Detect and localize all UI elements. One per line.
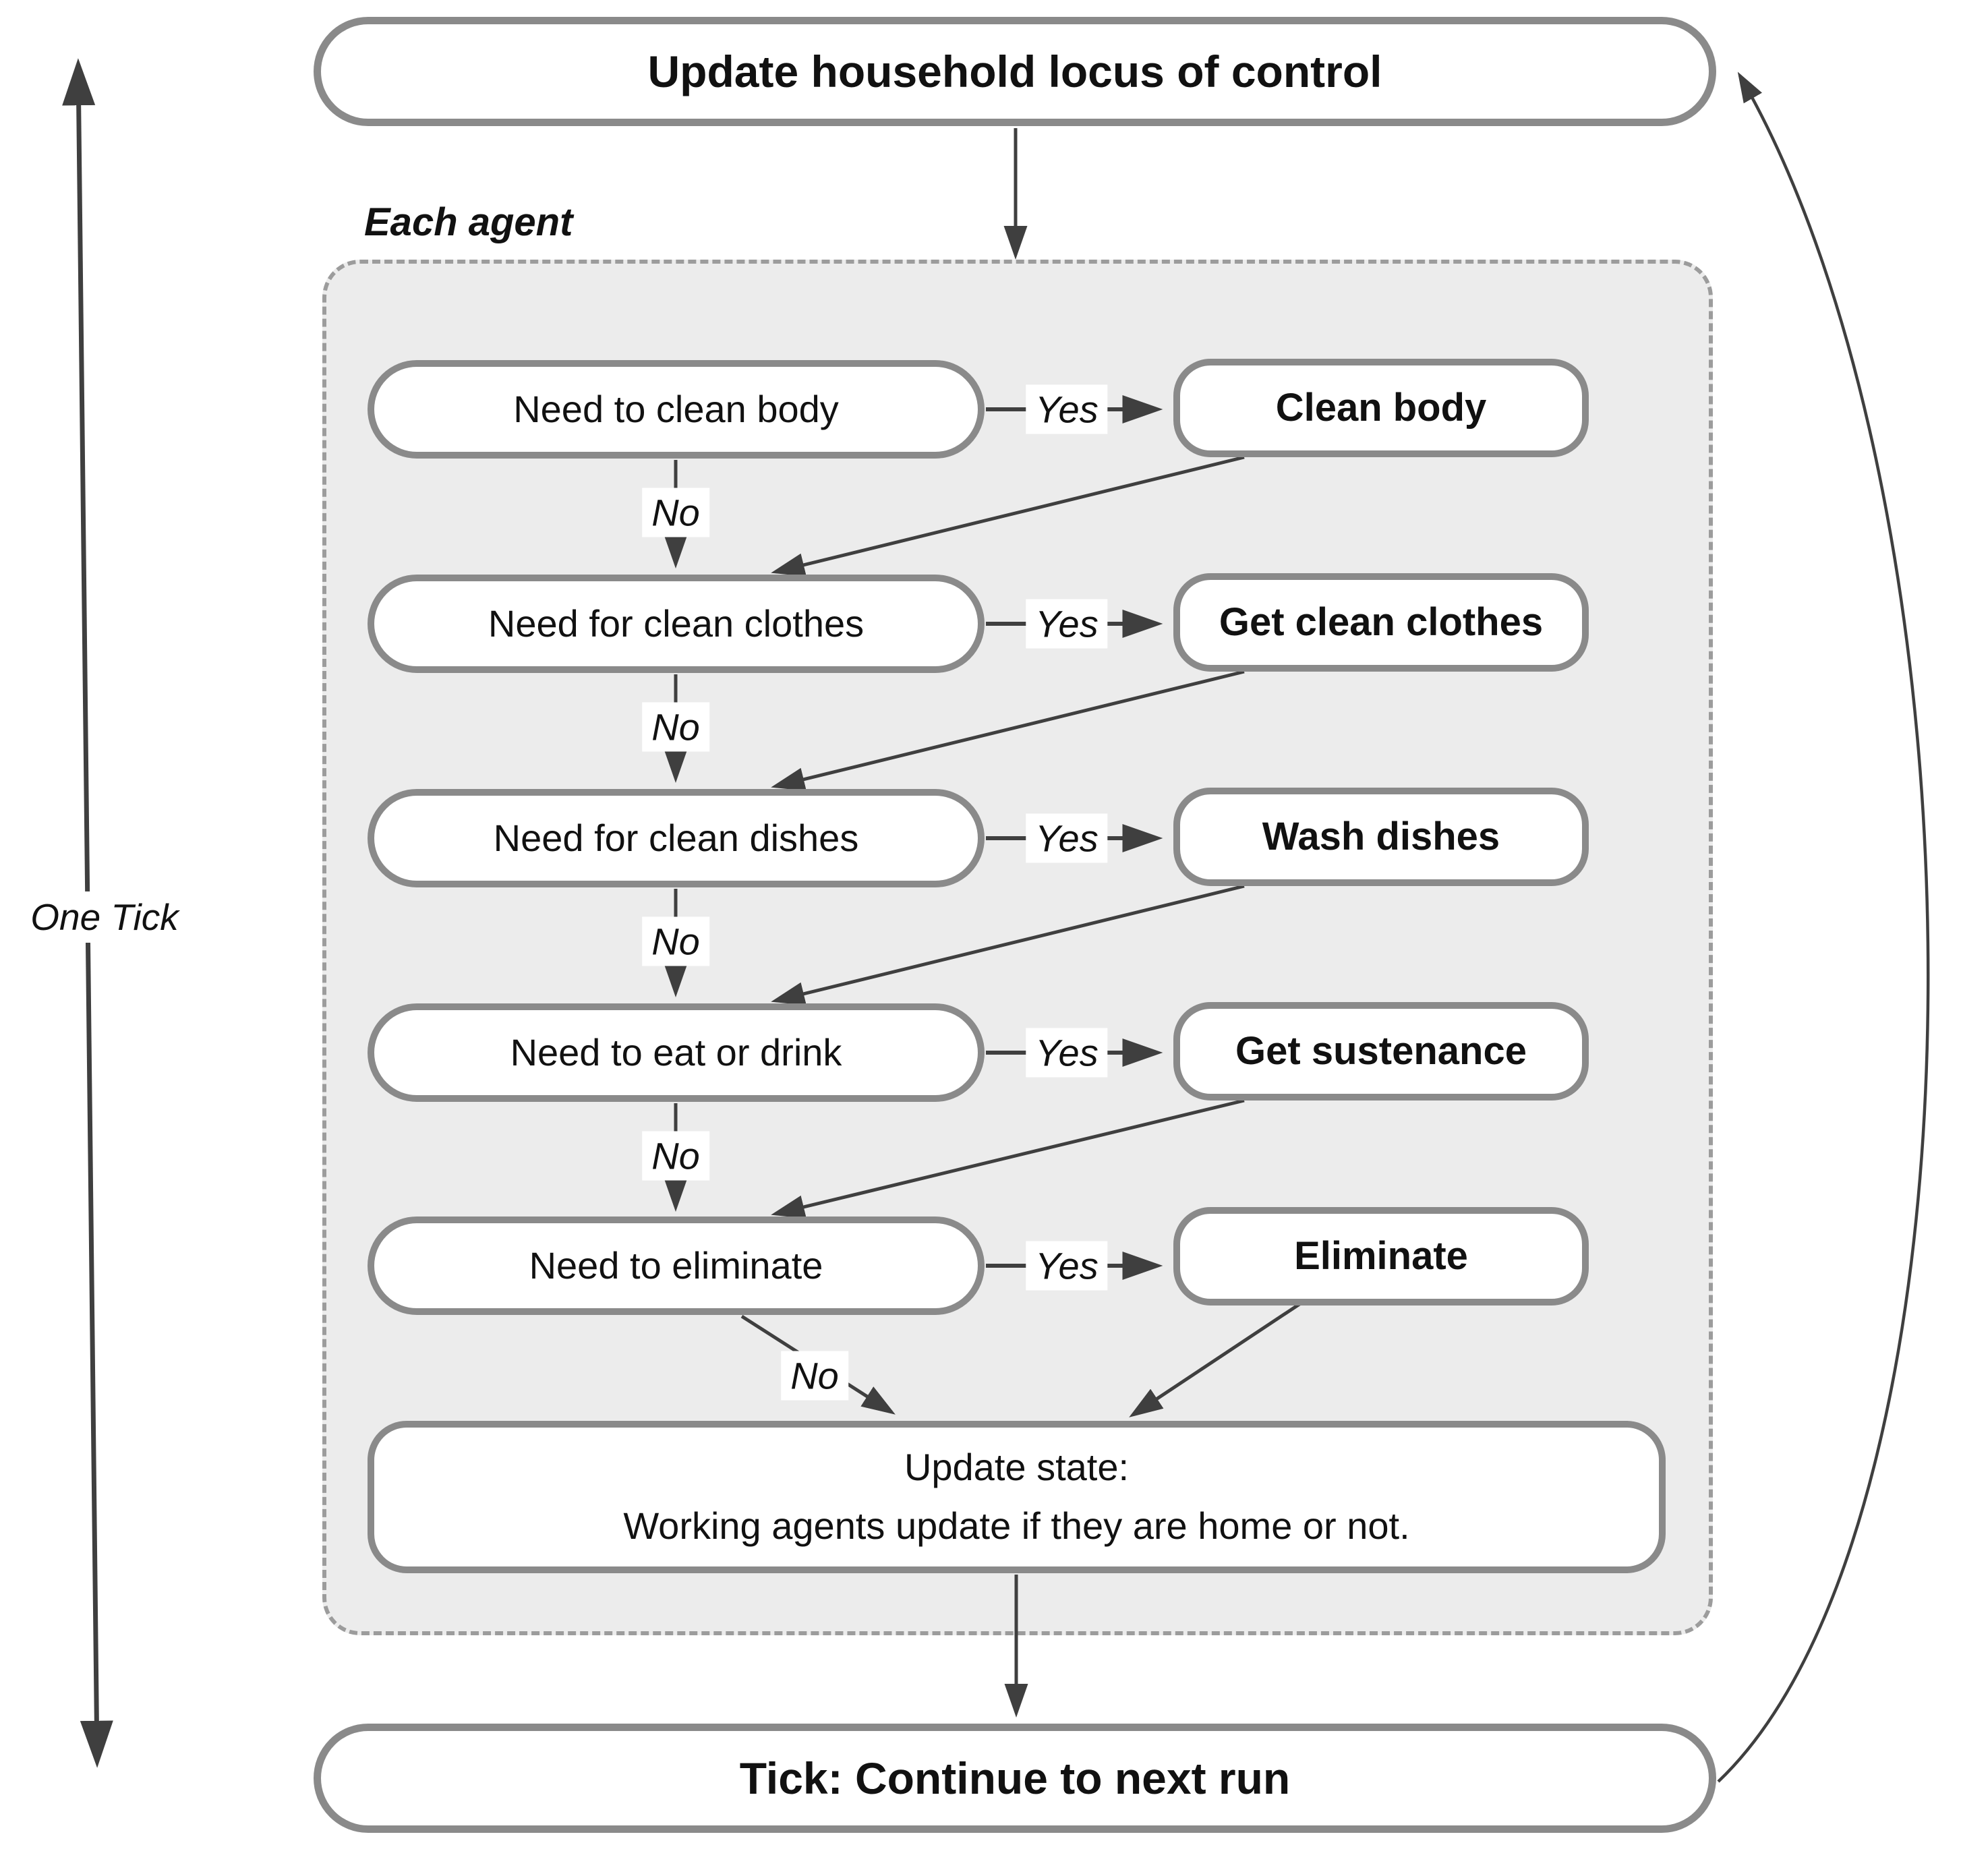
- label-no-1: No: [642, 488, 709, 537]
- label-no-3: No: [642, 916, 709, 966]
- action-eliminate: Eliminate: [1173, 1207, 1589, 1306]
- action-clean-body: Clean body: [1173, 359, 1589, 457]
- label-no-2: No: [642, 702, 709, 752]
- label-yes-2: Yes: [1026, 599, 1108, 649]
- update-state-line1: Update state:: [904, 1446, 1130, 1489]
- action-get-sustenance: Get sustenance: [1173, 1002, 1589, 1101]
- arrow-tick-loop-back: [1717, 71, 1930, 1783]
- decision-need-eat-or-drink: Need to eat or drink: [368, 1003, 985, 1102]
- action-wash-dishes: Wash dishes: [1173, 788, 1589, 886]
- label-no-4: No: [642, 1131, 709, 1181]
- label-yes-4: Yes: [1026, 1028, 1108, 1078]
- label-yes-1: Yes: [1026, 384, 1108, 434]
- node-tick-continue: Tick: Continue to next run: [314, 1724, 1716, 1833]
- action-get-clean-clothes: Get clean clothes: [1173, 573, 1589, 672]
- decision-need-to-eliminate: Need to eliminate: [368, 1217, 985, 1315]
- decision-need-clean-clothes: Need for clean clothes: [368, 575, 985, 673]
- each-agent-label: Each agent: [364, 200, 573, 244]
- decision-need-clean-dishes: Need for clean dishes: [368, 789, 985, 887]
- one-tick-label: One Tick: [0, 891, 209, 943]
- update-state-line2: Working agents update if they are home o…: [623, 1504, 1410, 1547]
- node-update-household-locus: Update household locus of control: [314, 17, 1716, 126]
- node-update-state: Update state: Working agents update if t…: [368, 1421, 1666, 1573]
- label-yes-5: Yes: [1026, 1241, 1108, 1291]
- label-no-5: No: [781, 1351, 848, 1401]
- label-yes-3: Yes: [1026, 813, 1108, 863]
- decision-need-to-clean-body: Need to clean body: [368, 360, 985, 459]
